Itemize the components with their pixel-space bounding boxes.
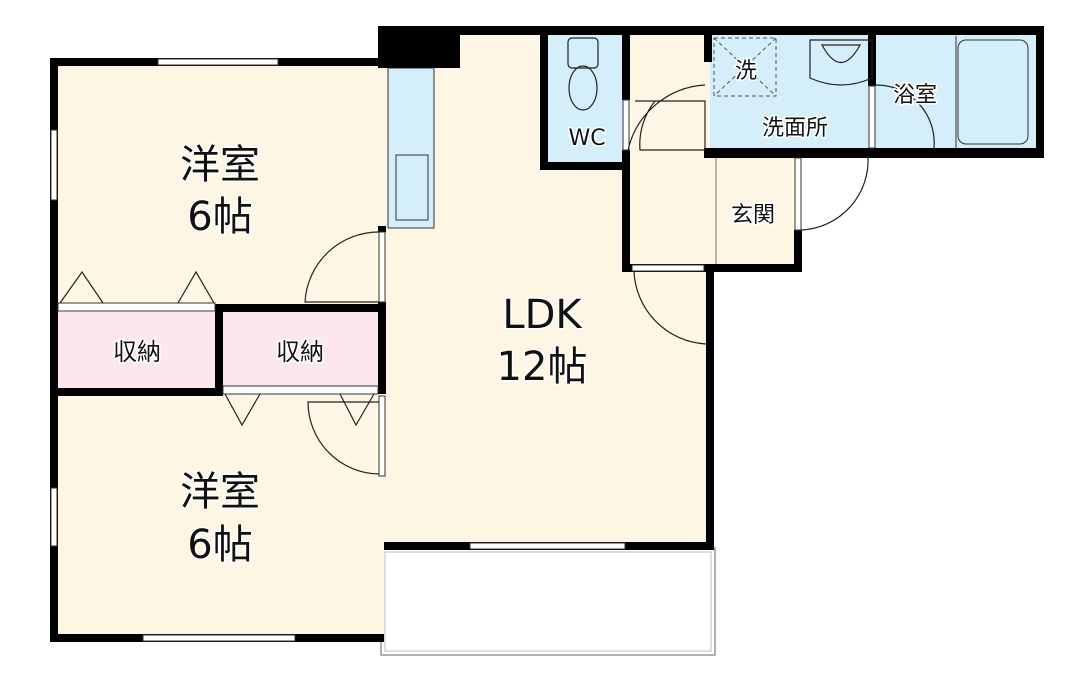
toilet-icon <box>567 37 599 111</box>
washing-machine-space <box>713 37 777 97</box>
storage-right-label: 収納 <box>276 338 324 366</box>
western-room-upper-name: 洋室 <box>180 142 260 188</box>
western-room-lower-name: 洋室 <box>180 469 260 515</box>
western-room-upper <box>56 64 384 309</box>
ldk-size: 12帖 <box>497 344 588 390</box>
storage-left-label: 収納 <box>113 338 161 366</box>
wc-label: WC <box>568 126 605 151</box>
wc-room <box>546 34 624 164</box>
balcony <box>380 547 716 656</box>
windows <box>50 58 876 642</box>
washroom <box>710 34 876 152</box>
western-room-lower <box>56 392 384 638</box>
washer-label: 洗 <box>735 59 757 84</box>
entrance-room <box>710 152 798 268</box>
bathtub-icon <box>957 39 1029 145</box>
entrance-label: 玄関 <box>731 203 775 228</box>
sink-icon <box>395 154 429 221</box>
western-room-upper-size: 6帖 <box>187 194 252 240</box>
door-swings <box>59 84 935 475</box>
wash-basin-icon <box>809 39 873 86</box>
kitchen-counter <box>387 67 435 229</box>
ldk-name: LDK <box>502 292 583 338</box>
bath-label: 浴室 <box>893 83 937 108</box>
storage-left <box>58 312 216 390</box>
western-room-lower-size: 6帖 <box>187 522 252 568</box>
washroom-label: 洗面所 <box>762 116 828 141</box>
storage-right <box>220 312 380 386</box>
